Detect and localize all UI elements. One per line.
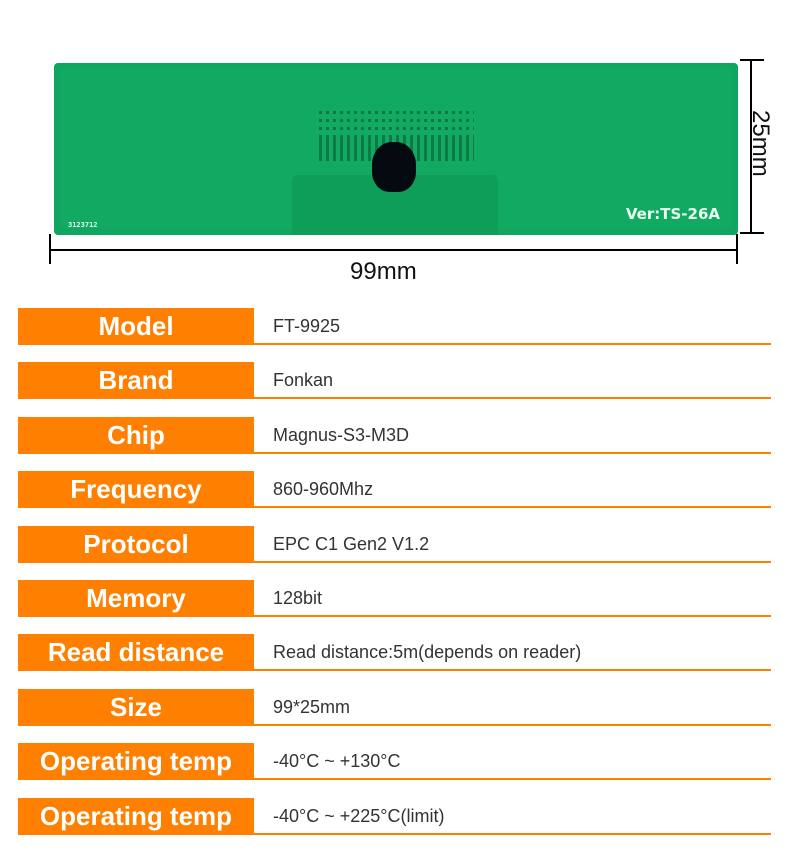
spec-value: 99*25mm bbox=[273, 697, 351, 717]
dimension-tick bbox=[740, 59, 764, 61]
spec-value: 128bit bbox=[273, 588, 323, 608]
rfid-tag-image: 3123712 Ver:TS-26A bbox=[54, 63, 738, 235]
spec-value: Read distance:5m(depends on reader) bbox=[273, 642, 582, 662]
serial-number: 3123712 bbox=[68, 221, 98, 229]
width-label: 99mm bbox=[350, 258, 417, 285]
spec-label: Operating temp bbox=[18, 743, 254, 778]
spec-label: Memory bbox=[18, 580, 254, 615]
chip-icon bbox=[372, 142, 416, 192]
spec-value: Fonkan bbox=[273, 370, 334, 390]
spec-label: Frequency bbox=[18, 471, 254, 506]
spec-value: -40°C ~ +225°C(limit) bbox=[273, 806, 445, 826]
height-dimension-line bbox=[750, 60, 752, 233]
spec-label: Brand bbox=[18, 362, 254, 397]
spec-label: Read distance bbox=[18, 634, 254, 669]
width-dimension-line bbox=[51, 249, 737, 251]
dimension-tick bbox=[49, 234, 51, 264]
spec-value: -40°C ~ +130°C bbox=[273, 751, 401, 771]
spec-row: Model FT-9925 bbox=[18, 308, 771, 345]
spec-value: 860-960Mhz bbox=[273, 479, 374, 499]
height-label: 25mm bbox=[747, 110, 774, 177]
spec-value: Magnus-S3-M3D bbox=[273, 425, 410, 445]
spec-row: Operating temp -40°C ~ +225°C(limit) bbox=[18, 798, 771, 835]
spec-row: Chip Magnus-S3-M3D bbox=[18, 417, 771, 454]
version-label: Ver:TS-26A bbox=[625, 205, 720, 223]
spec-label: Protocol bbox=[18, 526, 254, 561]
spec-row: Protocol EPC C1 Gen2 V1.2 bbox=[18, 526, 771, 563]
spec-value: FT-9925 bbox=[273, 316, 341, 336]
spec-row: Memory 128bit bbox=[18, 580, 771, 617]
spec-label: Operating temp bbox=[18, 798, 254, 833]
spec-label: Chip bbox=[18, 417, 254, 452]
spec-label: Model bbox=[18, 308, 254, 343]
spec-row: Operating temp -40°C ~ +130°C bbox=[18, 743, 771, 780]
dimension-tick bbox=[736, 234, 738, 264]
spec-row: Size 99*25mm bbox=[18, 689, 771, 726]
spec-row: Frequency 860-960Mhz bbox=[18, 471, 771, 508]
spec-label: Size bbox=[18, 689, 254, 724]
spec-value: EPC C1 Gen2 V1.2 bbox=[273, 534, 430, 554]
spec-row: Brand Fonkan bbox=[18, 362, 771, 399]
spec-row: Read distance Read distance:5m(depends on… bbox=[18, 634, 771, 671]
dimension-tick bbox=[740, 232, 764, 234]
